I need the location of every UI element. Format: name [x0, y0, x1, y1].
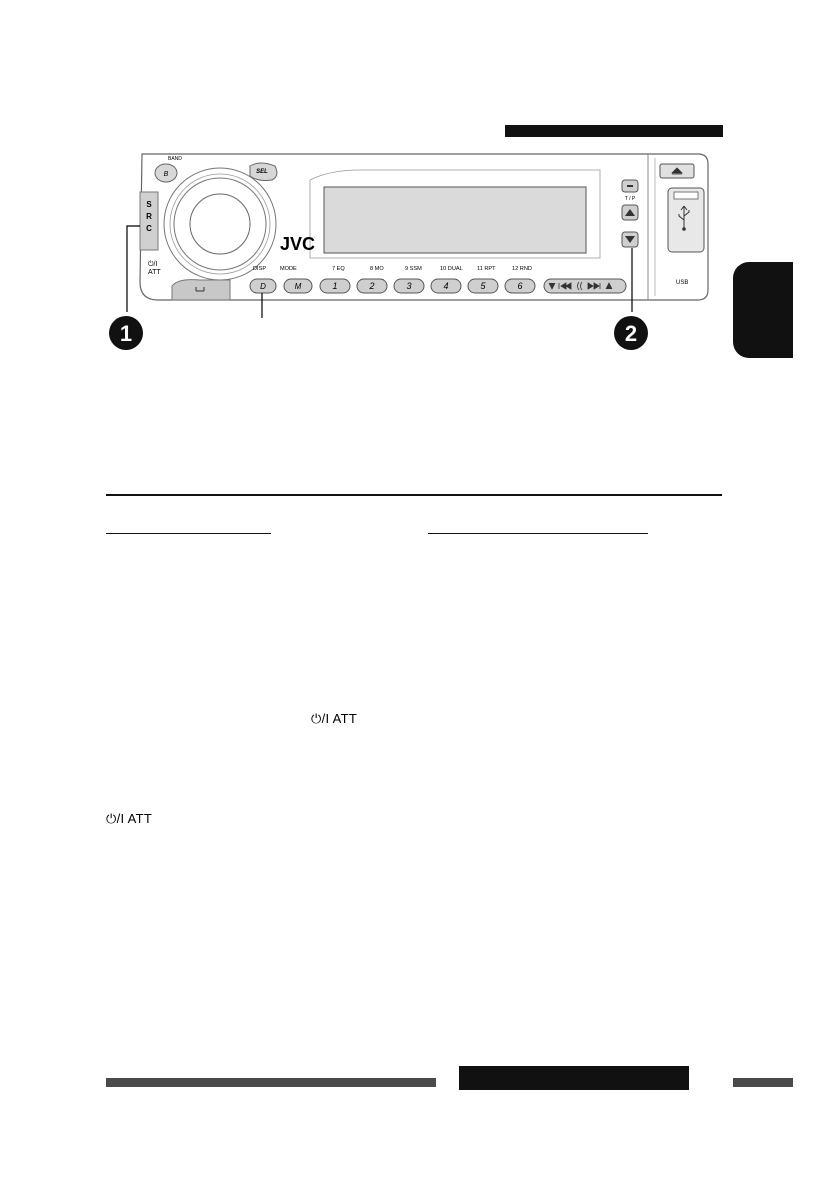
svg-text:B: B: [164, 171, 169, 178]
preset-1: 1: [332, 281, 337, 291]
svg-text:MODE: MODE: [280, 266, 297, 272]
power-att-left: ⏻/I ATT: [106, 811, 153, 826]
left-subheading-underline: [106, 533, 271, 534]
usb-icon: [678, 205, 690, 228]
display-window: [323, 186, 587, 254]
preset-5: 5: [480, 281, 486, 291]
power-att-inline: ⏻/I ATT: [311, 711, 358, 726]
svg-text:8 MO: 8 MO: [370, 266, 384, 272]
panel-outline: [139, 153, 709, 301]
band-label: BAND: [168, 156, 182, 162]
footer-center-box: [459, 1066, 689, 1090]
att-label: ATT: [148, 269, 161, 276]
brand-logo: JVC: [280, 234, 315, 254]
svg-text:7 EQ: 7 EQ: [332, 266, 345, 272]
preset-3: 3: [406, 281, 411, 291]
sel-label: SEL: [256, 169, 268, 175]
preset-buttons: 1 2 3 4 5 6: [319, 278, 536, 294]
up-arrow-icon: [625, 209, 635, 216]
svg-text:11 RPT: 11 RPT: [477, 266, 496, 272]
down-arrow-icon: [625, 236, 635, 243]
seek-forward-icon: [587, 282, 613, 290]
footer-left-bar: [106, 1078, 436, 1087]
src-letter-r: R: [146, 212, 152, 221]
svg-text:10 DUAL: 10 DUAL: [440, 266, 463, 272]
button-captions: DISP MODE 7 EQ 8 MO 9 SSM 10 DUAL 11 RPT…: [253, 266, 532, 272]
preset-6: 6: [517, 281, 522, 291]
section-divider: [106, 494, 722, 496]
svg-text:2: 2: [625, 321, 637, 346]
d-button: [249, 278, 277, 294]
right-subheading-underline: [428, 533, 648, 534]
tp-label: T / P: [625, 196, 636, 202]
svg-text:9 SSM: 9 SSM: [405, 266, 422, 272]
power-label: ⏻/I: [148, 260, 157, 268]
eject-icon: [671, 167, 683, 175]
m-button: [283, 278, 313, 294]
usb-slot: [667, 187, 705, 253]
volume-knob-center: [189, 193, 251, 255]
svg-text:DISP: DISP: [253, 266, 266, 272]
footer-right-bar: [733, 1078, 793, 1087]
svg-text:12 RND: 12 RND: [512, 266, 532, 272]
svg-text:1: 1: [120, 321, 132, 346]
preset-2: 2: [368, 281, 374, 291]
seek-rocker: [543, 278, 627, 294]
language-tab: [733, 262, 793, 358]
callout-line-1: [126, 225, 140, 312]
band-button: [154, 163, 178, 183]
src-letter-s: S: [146, 200, 152, 209]
car-stereo-front-panel: S R C BAND B SEL ⏻/I ATT JVC DISP MODE 7…: [109, 153, 709, 350]
src-button: [139, 191, 159, 251]
volume-knob-outer: [163, 167, 277, 281]
usb-label: USB: [676, 280, 688, 286]
svg-text:D: D: [260, 282, 266, 291]
preset-4: 4: [443, 281, 448, 291]
svg-text:M: M: [295, 282, 302, 291]
callout-2: [614, 316, 648, 350]
src-letter-c: C: [146, 224, 152, 233]
detach-button: [171, 279, 231, 301]
seek-back-icon: [548, 282, 572, 290]
section-heading-bar: [505, 125, 723, 137]
sel-button: [249, 162, 278, 181]
callout-1: [109, 316, 143, 350]
